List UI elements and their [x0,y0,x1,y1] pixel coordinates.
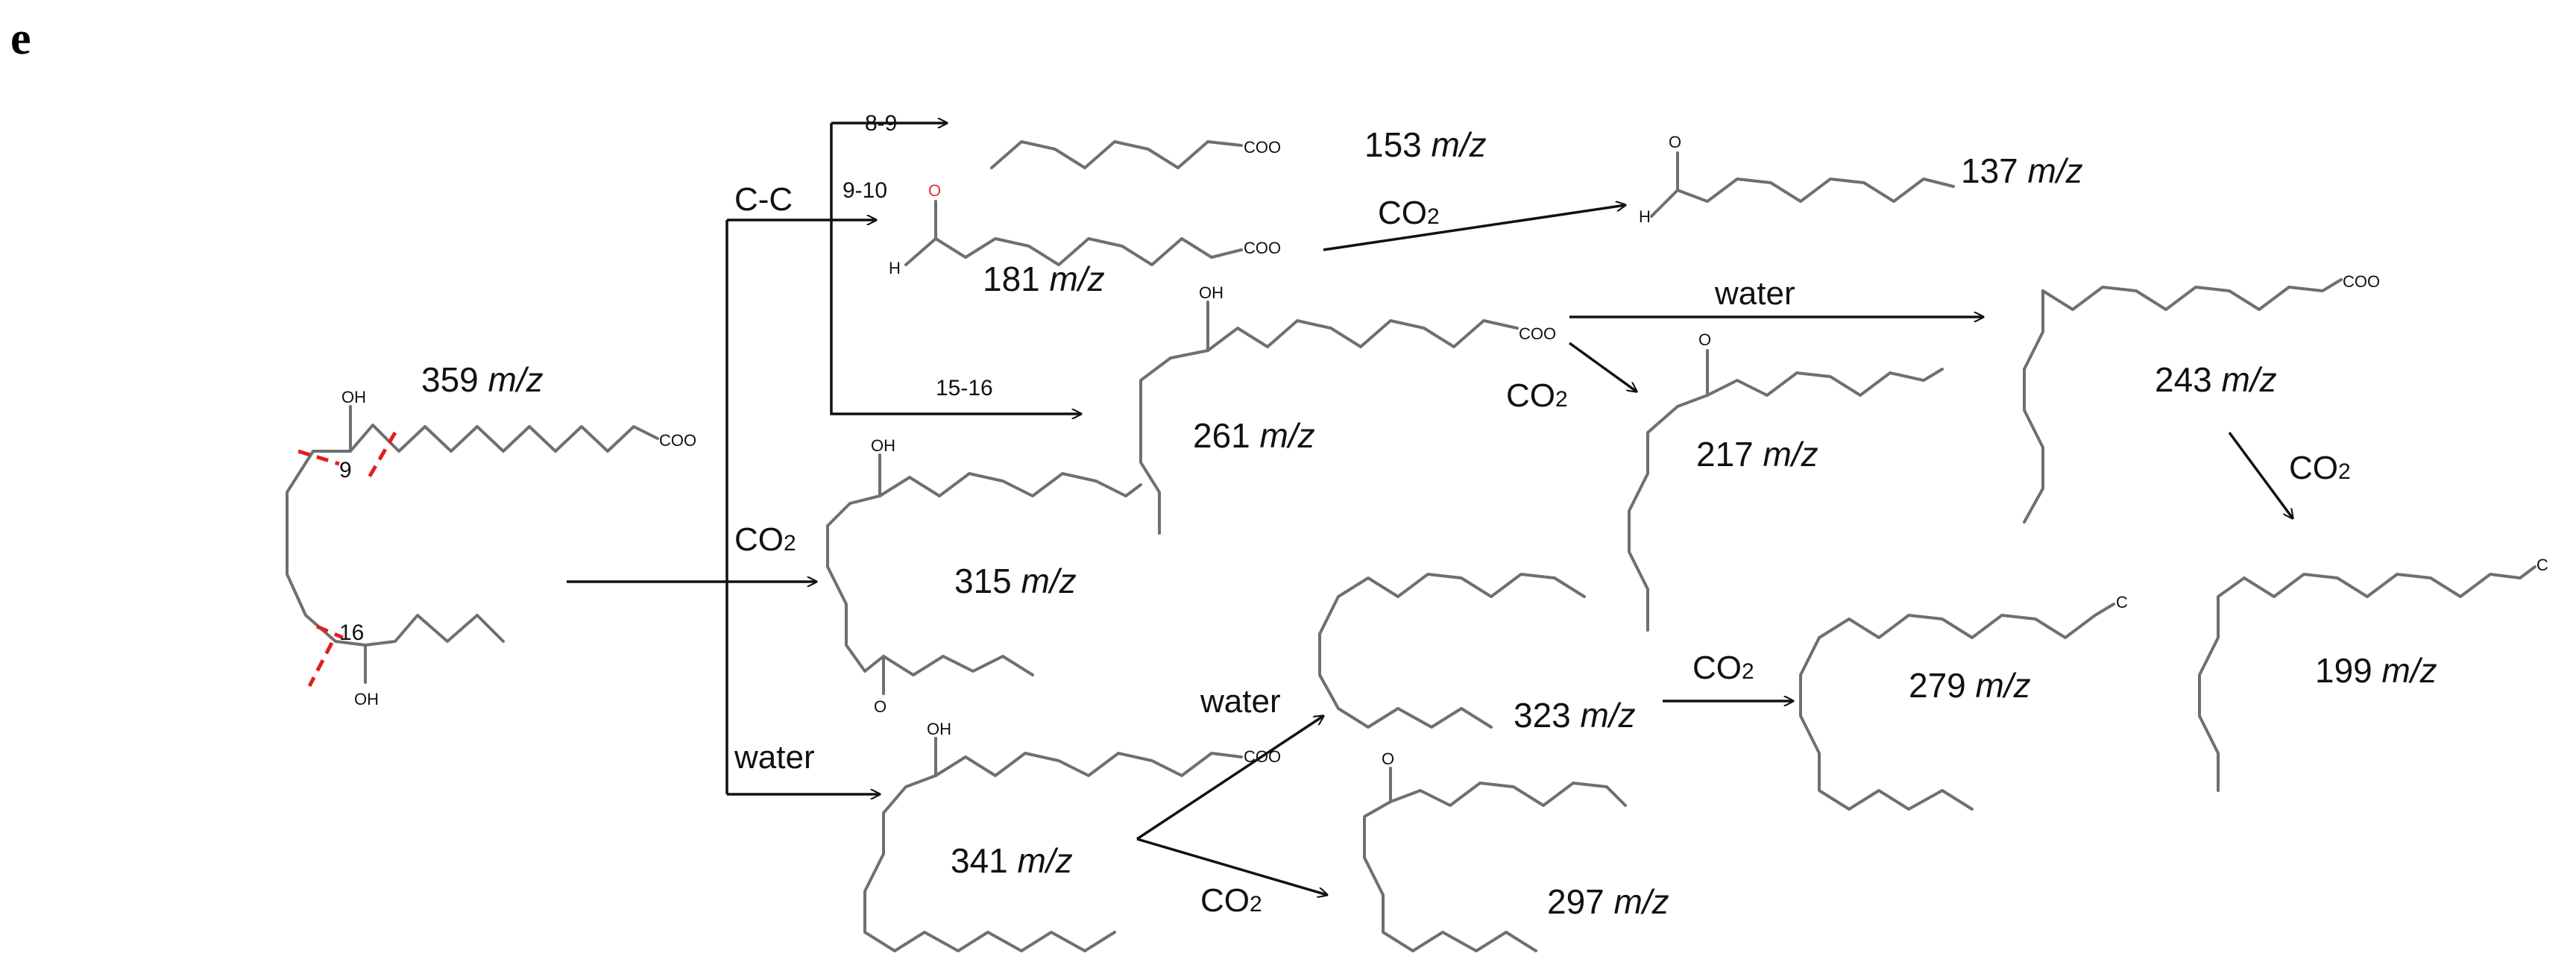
fragment-217: O 217 m/z [1628,330,1944,632]
oh-bottom-atom: OH [354,690,379,708]
fragment-279: C 279 m/z [1799,593,2128,811]
fragment-297: O 297 m/z [1363,750,1669,952]
fragment-153: COO 153 m/z [990,125,1487,169]
fragment-199: C 199 m/z [2198,556,2548,792]
oh-atom: OH [1199,283,1224,302]
carboxylate-atom: COO [1244,138,1281,157]
mz-label-323: 323 m/z [1514,696,1636,735]
cleavage-label-9-10: 9-10 [843,178,887,203]
cleavage-mark-16b [307,641,334,688]
loss-label-water: water [1714,275,1795,312]
loss-label-co2: CO2 [1692,650,1754,686]
mz-label-315: 315 m/z [954,562,1077,600]
mz-label-341: 341 m/z [951,841,1073,880]
arrow-to-261 [830,220,1081,414]
loss-label-co2: CO2 [1378,195,1440,231]
enolate-o-atom: O [1669,133,1681,151]
fragment-243: COO 243 m/z CO2 [2023,272,2380,524]
carboxylate-atom: COO [659,431,696,450]
panel-letter: e [10,13,31,64]
enolate-o-atom: O [874,697,887,716]
carboxylate-atom: COO [1244,239,1281,257]
cleavage-mark-9a [297,449,340,466]
mz-label-199: 199 m/z [2315,651,2437,690]
cleavage-label-15-16: 15-16 [936,376,993,400]
mz-label-217: 217 m/z [1696,435,1818,474]
fragment-323: 323 m/z CO2 [1318,573,1793,735]
carbanion-atom: C [2116,593,2128,612]
cleavage-mark-9b [367,431,397,479]
aldehyde-o-atom: O [928,181,941,200]
mz-label-261: 261 m/z [1193,416,1315,455]
fragment-315: OH O 315 m/z [826,436,1142,716]
mz-label-359: 359 m/z [421,360,544,399]
cut-label-9: 9 [339,458,352,483]
fragment-341: OH COO 341 m/z water CO2 [863,683,1327,952]
branch-label-water: water [734,739,815,776]
mz-label-181: 181 m/z [983,260,1105,298]
oh-atom: OH [927,720,951,738]
arrow-341-to-297 [1136,838,1327,895]
carboxylate-atom: COO [2343,272,2380,291]
arrow-243-to-199 [2228,431,2293,518]
fragment-261: OH COO 261 m/z water CO2 [1139,275,1983,535]
aldehyde-h-atom: H [889,259,901,277]
arrow-261-to-217 [1568,342,1637,392]
parent-molecule-359: OH OH COO 9 16 359 m/z [286,360,696,708]
enolate-o-atom: O [1698,330,1711,349]
fragment-181: O H COO 181 m/z CO2 [889,181,1625,298]
mz-label-243: 243 m/z [2155,360,2277,399]
branch-label-co2: CO2 [734,521,796,558]
cleavage-mark-16a [316,624,344,640]
mz-label-153: 153 m/z [1364,125,1487,164]
loss-label-co2: CO2 [1200,882,1262,919]
oh-atom: OH [871,436,895,455]
carbanion-atom: C [2536,556,2548,574]
mz-label-137: 137 m/z [1961,151,2083,190]
cleavage-label-8-9: 8-9 [865,111,897,136]
cut-label-16: 16 [339,620,364,645]
mz-label-279: 279 m/z [1909,666,2031,705]
branch-label-cc: C-C [734,181,793,218]
carboxylate-atom: COO [1519,324,1556,343]
mz-label-297: 297 m/z [1547,882,1669,921]
loss-label-co2: CO2 [1506,377,1568,414]
enolate-o-atom: O [1382,750,1394,768]
loss-label-co2: CO2 [2289,450,2351,486]
fragment-137: O H 137 m/z [1639,133,2083,226]
arrow-341-to-323 [1136,716,1323,840]
branch-connectors: C-C CO2 water 8-9 9-10 15-16 [567,111,1081,794]
h-atom: H [1639,207,1651,226]
arrow-181-to-137 [1323,205,1625,251]
oh-top-atom: OH [341,388,366,406]
loss-label-water: water [1200,683,1281,720]
